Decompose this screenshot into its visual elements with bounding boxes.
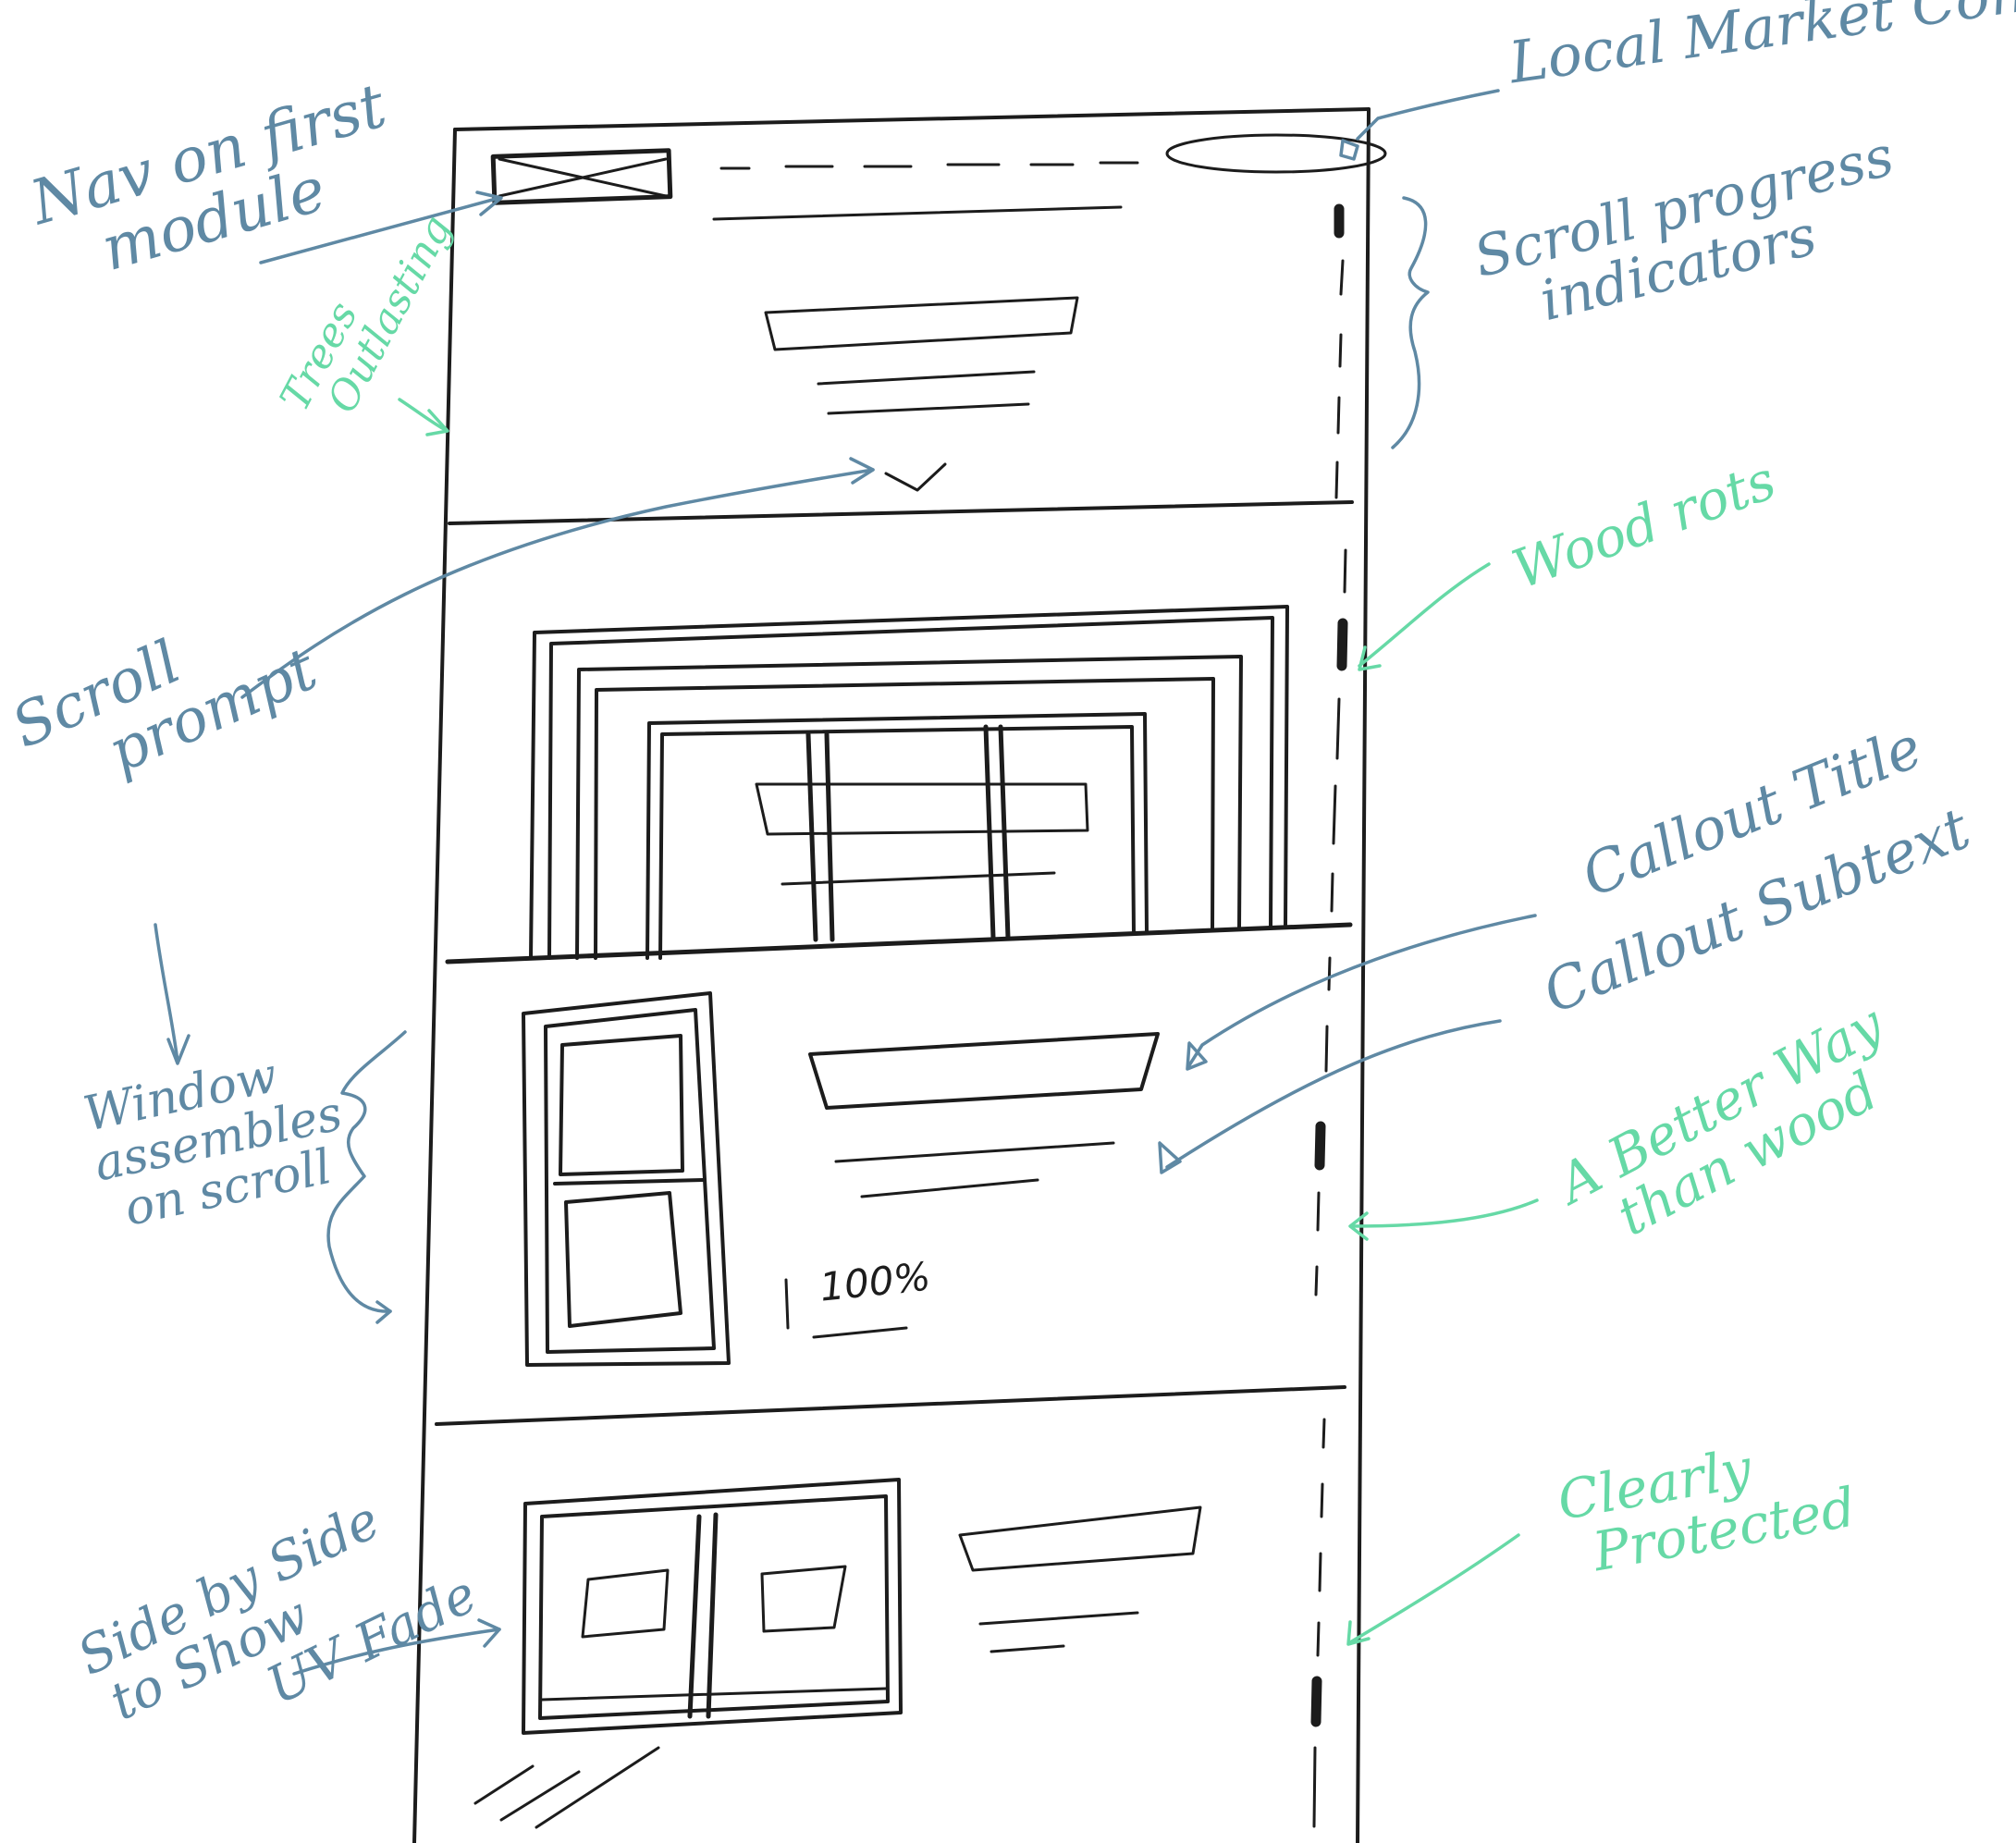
progress-tick bbox=[784, 1278, 790, 1330]
module-divider bbox=[448, 500, 1354, 525]
side-by-side-module bbox=[473, 1478, 1202, 1829]
nav-links-placeholder bbox=[719, 161, 1139, 170]
annotation-arrows-green bbox=[398, 398, 1539, 1646]
hero-module bbox=[448, 133, 1387, 525]
subheadline-line bbox=[712, 205, 1123, 221]
callout-subtext-line bbox=[860, 1178, 1039, 1198]
callout-module bbox=[435, 991, 1346, 1426]
callout-subtext-line bbox=[834, 1141, 1115, 1163]
hero-body-line bbox=[817, 370, 1036, 386]
window-illustration bbox=[522, 991, 731, 1367]
progress-underline bbox=[812, 1326, 908, 1339]
logo-placeholder bbox=[490, 148, 673, 205]
hero-body-line bbox=[827, 402, 1030, 415]
scroll-prompt-chevron bbox=[884, 462, 947, 492]
annotation-arrows-blue bbox=[154, 89, 1537, 1676]
callout-title-box bbox=[808, 1032, 1160, 1110]
scroll-progress-indicator bbox=[1310, 203, 1348, 1828]
page-frame bbox=[412, 107, 1371, 1843]
wood-rots-module bbox=[445, 605, 1353, 965]
local-market-context-pill bbox=[1165, 133, 1387, 174]
headline-box bbox=[764, 296, 1079, 351]
scroll-hint-slashes bbox=[473, 1746, 660, 1829]
